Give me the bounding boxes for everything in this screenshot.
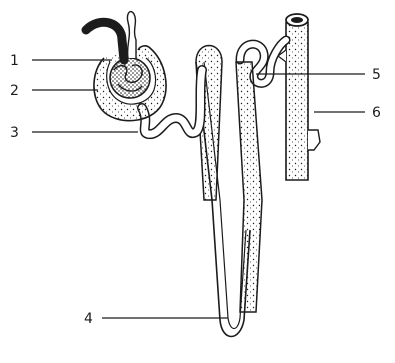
label-3: 3	[10, 125, 19, 141]
afferent-arteriole	[86, 22, 124, 60]
label-4: 4	[84, 311, 93, 327]
label-1: 1	[10, 53, 19, 69]
label-6: 6	[372, 105, 381, 121]
glomerulus	[110, 58, 150, 98]
label-2: 2	[10, 83, 19, 99]
efferent-arteriole	[127, 12, 136, 58]
ascending-limb	[236, 62, 262, 312]
label-5: 5	[372, 67, 381, 83]
